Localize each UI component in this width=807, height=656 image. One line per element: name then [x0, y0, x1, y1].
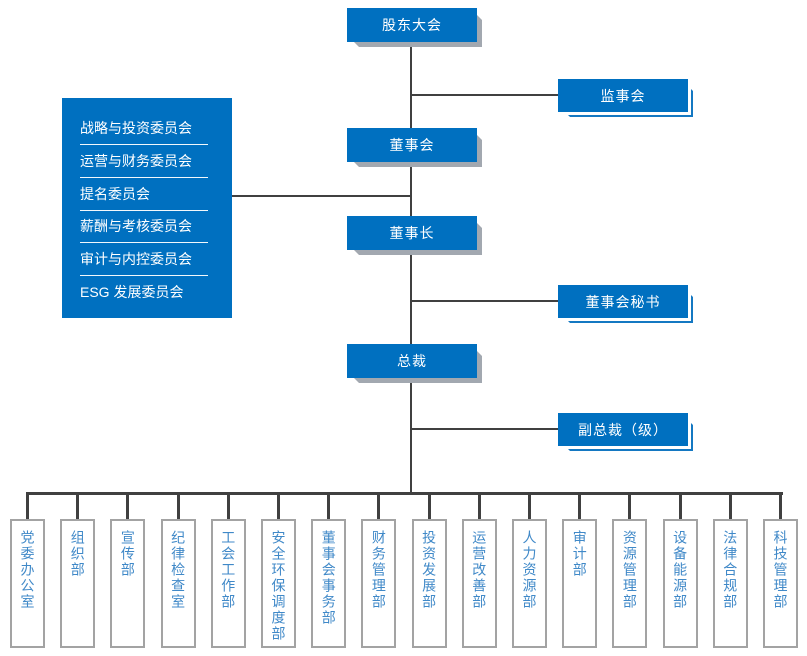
connector-chairman-president: [410, 250, 412, 344]
department-label: 组织部: [69, 530, 86, 578]
department-stub-line: [277, 494, 280, 519]
department-label: 纪律检查室: [170, 530, 187, 610]
department-rake-line: [26, 492, 783, 495]
committees-panel: 战略与投资委员会运营与财务委员会提名委员会薪酬与考核委员会审计与内控委员会 ESG…: [62, 98, 232, 318]
department-box: 宣传部: [110, 519, 146, 648]
department-label: 资源管理部: [621, 530, 638, 610]
department-stub-line: [377, 494, 381, 519]
department-box: 设备能源部: [662, 519, 698, 648]
department-label: 科技管理部: [772, 530, 789, 610]
node-president: 总裁: [347, 344, 477, 378]
department-stub-line: [126, 494, 130, 519]
department-stub-line: [477, 494, 481, 519]
committee-item: 审计与内控委员会: [80, 243, 208, 277]
node-label: 董事长: [347, 216, 477, 250]
committee-item: 战略与投资委员会: [80, 112, 208, 145]
connector-president-rake: [410, 378, 412, 494]
department-label: 设备能源部: [672, 530, 689, 610]
department-label: 人力资源部: [521, 530, 538, 610]
department-stub-line: [327, 494, 331, 519]
department-label: 财务管理部: [370, 530, 387, 610]
department-stub-line: [427, 494, 431, 519]
node-board-of-directors: 董事会: [347, 128, 477, 162]
department-stub-line: [528, 494, 531, 519]
department-box: 投资发展部: [411, 519, 447, 648]
department-box: 董事会事务部: [311, 519, 347, 648]
department-stub-line: [728, 494, 732, 519]
department-label: 法律合规部: [722, 530, 739, 610]
department-stub-line: [678, 494, 682, 519]
department-box: 资源管理部: [612, 519, 648, 648]
connector-secretary: [410, 300, 558, 302]
node-label: 董事会秘书: [558, 285, 688, 318]
department-stub-line: [226, 494, 230, 519]
department-label: 运营改善部: [471, 530, 488, 610]
node-label: 股东大会: [347, 8, 477, 42]
department-stub-line: [76, 494, 80, 519]
department-box: 人力资源部: [512, 519, 547, 648]
node-shareholders-meeting: 股东大会: [347, 8, 477, 42]
department-box: 工会工作部: [210, 519, 246, 648]
department-box: 党委办公室: [10, 519, 45, 648]
department-stub-line: [176, 494, 180, 519]
node-supervisory-board: 监事会: [558, 79, 688, 112]
department-label: 董事会事务部: [320, 530, 337, 626]
department-box: 财务管理部: [361, 519, 397, 648]
department-box: 科技管理部: [763, 519, 798, 648]
department-label: 审计部: [571, 530, 588, 578]
committee-item: ESG 发展委员会: [80, 284, 184, 301]
connector-vice-president: [410, 428, 558, 430]
node-label: 总裁: [347, 344, 477, 378]
department-stub-line: [26, 494, 29, 519]
department-box: 运营改善部: [461, 519, 497, 648]
connector-supervisory: [410, 94, 558, 96]
node-vice-president: 副总裁（级）: [558, 413, 688, 446]
department-box: 安全环保调度部: [261, 519, 296, 648]
department-label: 宣传部: [119, 530, 136, 578]
department-label: 党委办公室: [19, 530, 36, 610]
committee-item: 提名委员会: [80, 178, 208, 211]
department-stub-line: [628, 494, 632, 519]
department-stub-line: [779, 494, 782, 519]
department-label: 安全环保调度部: [270, 530, 287, 642]
department-box: 法律合规部: [712, 519, 748, 648]
department-label: 工会工作部: [220, 530, 237, 610]
department-stub-line: [578, 494, 582, 519]
node-label: 董事会: [347, 128, 477, 162]
connector-committees: [232, 195, 410, 197]
department-box: 审计部: [562, 519, 598, 648]
connector-board-chairman: [410, 162, 412, 216]
node-label: 副总裁（级）: [558, 413, 688, 446]
department-box: 组织部: [60, 519, 96, 648]
department-box: 纪律检查室: [160, 519, 196, 648]
department-label: 投资发展部: [421, 530, 438, 610]
node-board-secretary: 董事会秘书: [558, 285, 688, 318]
committee-item: 薪酬与考核委员会: [80, 211, 208, 244]
committee-item: 运营与财务委员会: [80, 145, 208, 178]
node-label: 监事会: [558, 79, 688, 112]
node-chairman: 董事长: [347, 216, 477, 250]
connector-shareholders-board: [410, 42, 412, 128]
